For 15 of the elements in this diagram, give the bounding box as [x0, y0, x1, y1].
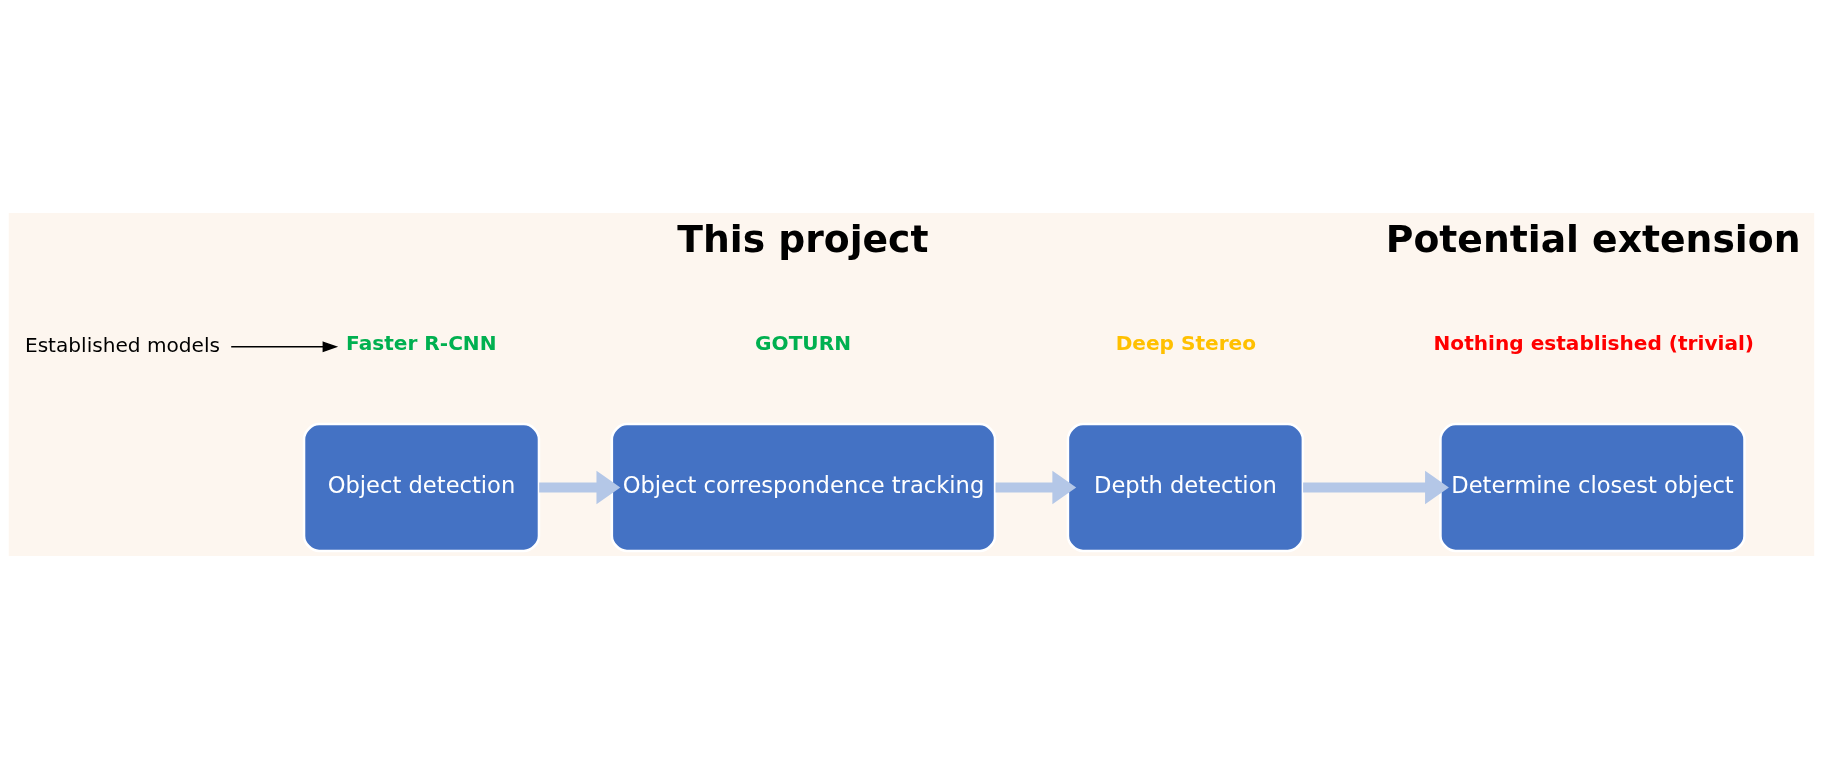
arrow [230, 341, 339, 353]
label: Nothing established (trivial) [1433, 331, 1755, 356]
label: Potential extension [1385, 216, 1801, 261]
node-box: Determine closest object [1439, 422, 1746, 553]
node-box: Depth detection [1066, 422, 1305, 553]
node-text: Established models [24, 332, 220, 357]
node-text: Faster R-CNN [346, 331, 497, 356]
node-box: Object detection [302, 422, 541, 553]
label: Deep Stereo [1115, 331, 1257, 356]
arrow [995, 470, 1077, 505]
label: This project [677, 216, 929, 261]
label: GOTURN [755, 331, 851, 356]
arrow [1303, 470, 1449, 505]
arrow [539, 470, 621, 505]
node-box: Object correspondence tracking [610, 422, 997, 553]
